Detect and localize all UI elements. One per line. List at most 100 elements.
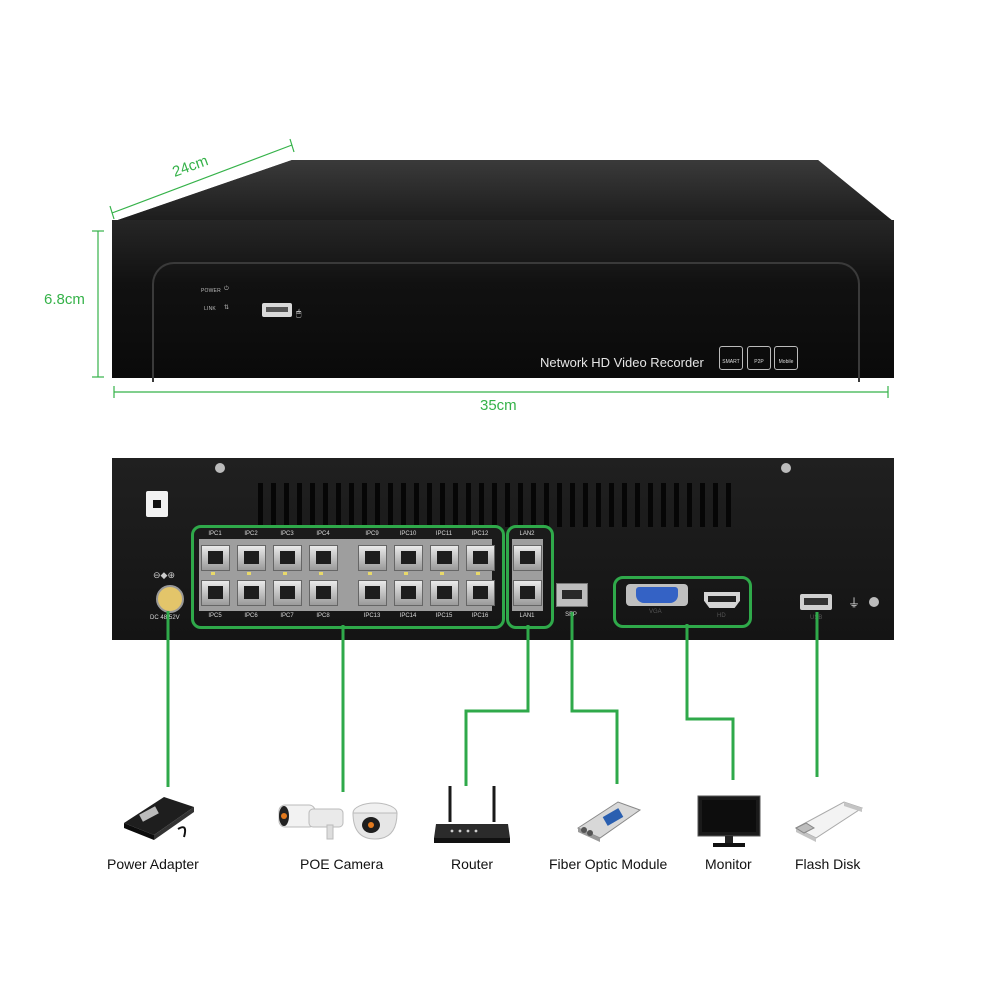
vent-slot	[687, 483, 692, 527]
vent-slot	[544, 483, 549, 527]
vent-slot	[401, 483, 406, 527]
ipc-port[interactable]	[273, 545, 302, 571]
hdmi-slot	[708, 596, 736, 602]
ipc-port[interactable]	[358, 545, 387, 571]
router-icon	[434, 786, 510, 843]
vent-slot	[674, 483, 679, 527]
ipc-port[interactable]	[201, 545, 230, 571]
vent-slot	[414, 483, 419, 527]
ground-icon: ⏚	[848, 596, 861, 610]
vent-slot	[609, 483, 614, 527]
ipc-port-label: IPC11	[435, 531, 453, 537]
power-adapter-icon	[124, 797, 194, 840]
ipc-port-label: IPC13	[363, 613, 381, 619]
link-led-icon: ⇅	[224, 305, 230, 311]
ipc-port[interactable]	[430, 580, 459, 606]
router-label: Router	[451, 856, 494, 872]
ipc-port[interactable]	[237, 580, 266, 606]
port-led	[211, 572, 215, 575]
hdmi-port[interactable]	[704, 592, 740, 608]
ipc-port-label: IPC5	[208, 613, 222, 619]
ipc-port[interactable]	[237, 545, 266, 571]
monitor-icon	[697, 795, 761, 847]
ipc-port[interactable]	[309, 580, 338, 606]
power-switch[interactable]	[146, 491, 168, 517]
vent-slot	[492, 483, 497, 527]
vent-slot	[271, 483, 276, 527]
flash-disk-label: Flash Disk	[795, 856, 861, 872]
ipc-port[interactable]	[466, 545, 495, 571]
nvr-top-lid	[112, 160, 894, 222]
power-adapter-label: Power Adapter	[107, 856, 199, 872]
ipc-port-label: IPC1	[208, 531, 222, 537]
port-led	[368, 572, 372, 575]
vent-slot	[570, 483, 575, 527]
ipc-port[interactable]	[201, 580, 230, 606]
fiber-module-label: Fiber Optic Module	[549, 856, 668, 872]
ipc-port[interactable]	[358, 580, 387, 606]
vent-slot	[518, 483, 523, 527]
vga-label: VGA	[649, 609, 662, 615]
poe-camera-label: POE Camera	[300, 856, 384, 872]
vent-slot	[596, 483, 601, 527]
link-indicator-label: LINK	[204, 306, 216, 312]
vent-slot	[713, 483, 718, 527]
port-led	[440, 572, 444, 575]
ipc-port-label: IPC2	[244, 531, 258, 537]
power-indicator-label: POWER	[201, 288, 221, 294]
ipc-port-label: IPC14	[399, 613, 417, 619]
ipc-port[interactable]	[394, 580, 423, 606]
screw-icon	[215, 463, 225, 473]
ipc-port[interactable]	[466, 580, 495, 606]
vent-slot	[453, 483, 458, 527]
ipc-port[interactable]	[273, 580, 302, 606]
port-led	[247, 572, 251, 575]
ipc-port-label: IPC9	[365, 531, 379, 537]
front-bezel	[152, 262, 860, 382]
width-label: 35cm	[480, 397, 517, 414]
ipc-port-group	[191, 525, 505, 629]
power-led-icon: ⏻	[224, 286, 229, 292]
lan2-port[interactable]	[513, 545, 542, 571]
connection-lines	[166, 611, 819, 792]
front-usb-port[interactable]	[262, 303, 292, 317]
monitor-label: Monitor	[705, 856, 752, 872]
dc-input-label: DC 48-52V	[150, 615, 180, 621]
video-output-group	[613, 576, 752, 628]
usb-slot	[804, 598, 828, 605]
vent-slot	[726, 483, 731, 527]
lan-port-group	[506, 525, 554, 629]
vga-connector	[636, 587, 678, 603]
vent-slot	[310, 483, 315, 527]
vga-port[interactable]	[626, 584, 688, 606]
vent-slot	[284, 483, 289, 527]
vent-slot	[388, 483, 393, 527]
ipc-port[interactable]	[430, 545, 459, 571]
mobile-badge: Mobile	[774, 346, 798, 370]
ipc-port-label: IPC3	[280, 531, 294, 537]
vent-slot	[505, 483, 510, 527]
fiber-module-icon	[576, 801, 642, 842]
sfp-port[interactable]	[556, 583, 588, 607]
vent-slot	[336, 483, 341, 527]
vent-slot	[583, 483, 588, 527]
vent-slot	[648, 483, 653, 527]
rear-usb-port[interactable]	[800, 594, 832, 610]
vent-slot	[323, 483, 328, 527]
vent-slot	[375, 483, 380, 527]
lan2-label: LAN2	[519, 531, 535, 537]
port-led	[319, 572, 323, 575]
vent-slot	[427, 483, 432, 527]
ipc-port[interactable]	[309, 545, 338, 571]
vent-slot	[466, 483, 471, 527]
ipc-port[interactable]	[394, 545, 423, 571]
ipc-port-label: IPC6	[244, 613, 258, 619]
poe-camera-icon	[278, 802, 398, 840]
hdmi-label: HD	[717, 613, 726, 619]
lan1-port[interactable]	[513, 580, 542, 606]
vent-slot	[557, 483, 562, 527]
vent-slot	[635, 483, 640, 527]
dc-power-jack[interactable]	[156, 585, 184, 613]
ipc-port-label: IPC12	[471, 531, 489, 537]
nvr-front-panel	[112, 220, 894, 378]
